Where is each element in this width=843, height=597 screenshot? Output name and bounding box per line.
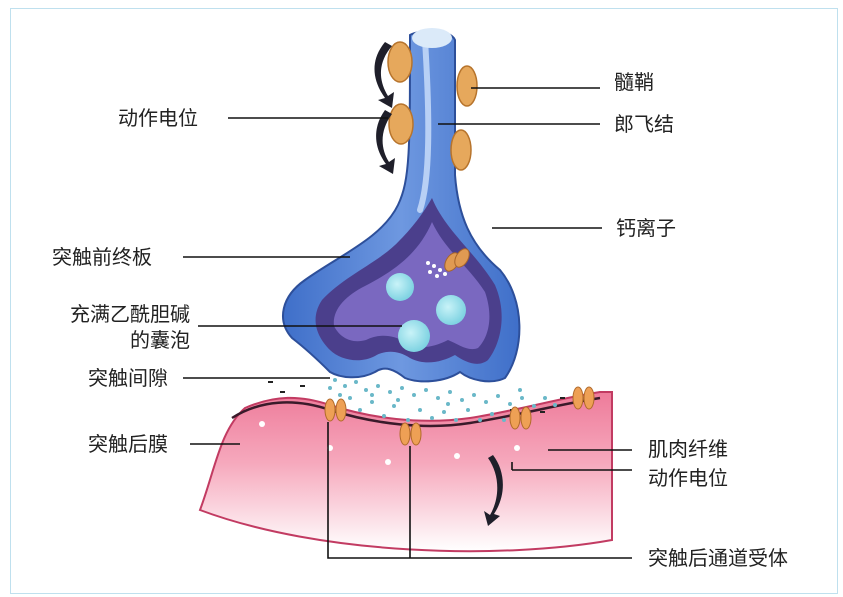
acetylcholine-dot: [364, 388, 368, 392]
acetylcholine-dot: [338, 393, 342, 397]
label-synaptic-cleft: 突触间隙: [88, 366, 168, 390]
label-vesicle-line1: 充满乙酰胆碱: [20, 302, 190, 326]
vesicle: [436, 295, 466, 325]
acetylcholine-dot: [348, 396, 352, 400]
acetylcholine-dot: [370, 400, 374, 404]
acetylcholine-dot: [396, 398, 400, 402]
acetylcholine-dot: [382, 414, 386, 418]
acetylcholine-dot: [424, 388, 428, 392]
acetylcholine-dot: [328, 386, 332, 390]
label-myelin: 髓鞘: [614, 70, 654, 94]
vesicle: [386, 273, 414, 301]
label-postsynaptic-receptor: 突触后通道受体: [648, 546, 788, 570]
muscle-fiber: [200, 392, 612, 551]
acetylcholine-dot: [412, 393, 416, 397]
acetylcholine-dot: [502, 418, 506, 422]
acetylcholine-dot: [358, 408, 362, 412]
label-action-potential-bottom: 动作电位: [648, 466, 728, 490]
acetylcholine-dot: [553, 403, 557, 407]
acetylcholine-dot: [496, 394, 500, 398]
acetylcholine-dot: [490, 412, 494, 416]
acetylcholine-dot: [484, 400, 488, 404]
acetylcholine-dot: [418, 408, 422, 412]
acetylcholine-dot: [518, 388, 522, 392]
label-presynaptic-terminal: 突触前终板: [52, 245, 152, 269]
acetylcholine-dot: [532, 404, 536, 408]
label-postsynaptic-membrane: 突触后膜: [88, 432, 168, 456]
acetylcholine-dot: [376, 384, 380, 388]
acetylcholine-dot: [446, 402, 450, 406]
vesicle: [398, 320, 430, 352]
acetylcholine-dot: [354, 380, 358, 384]
acetylcholine-dot: [400, 386, 404, 390]
acetylcholine-dot: [472, 393, 476, 397]
acetylcholine-dot: [543, 396, 547, 400]
label-muscle-fiber: 肌肉纤维: [648, 437, 728, 461]
acetylcholine-dot: [478, 418, 482, 422]
acetylcholine-dot: [460, 398, 464, 402]
acetylcholine-dot: [343, 384, 347, 388]
acetylcholine-dot: [430, 416, 434, 420]
acetylcholine-dot: [454, 418, 458, 422]
axon-tip: [412, 28, 452, 48]
acetylcholine-dot: [392, 404, 396, 408]
acetylcholine-dot: [333, 378, 337, 382]
acetylcholine-dot: [442, 410, 446, 414]
acetylcholine-dot: [388, 390, 392, 394]
acetylcholine-dot: [370, 393, 374, 397]
acetylcholine-dot: [448, 390, 452, 394]
label-calcium-ion: 钙离子: [616, 216, 676, 240]
label-action-potential-top: 动作电位: [118, 106, 198, 130]
acetylcholine-dot: [520, 396, 524, 400]
acetylcholine-dot: [436, 396, 440, 400]
acetylcholine-dot: [466, 408, 470, 412]
acetylcholine-dot: [508, 402, 512, 406]
label-vesicle-line2: 的囊泡: [20, 328, 190, 352]
acetylcholine-dot: [406, 418, 410, 422]
label-node-of-ranvier: 郎飞结: [614, 112, 674, 136]
